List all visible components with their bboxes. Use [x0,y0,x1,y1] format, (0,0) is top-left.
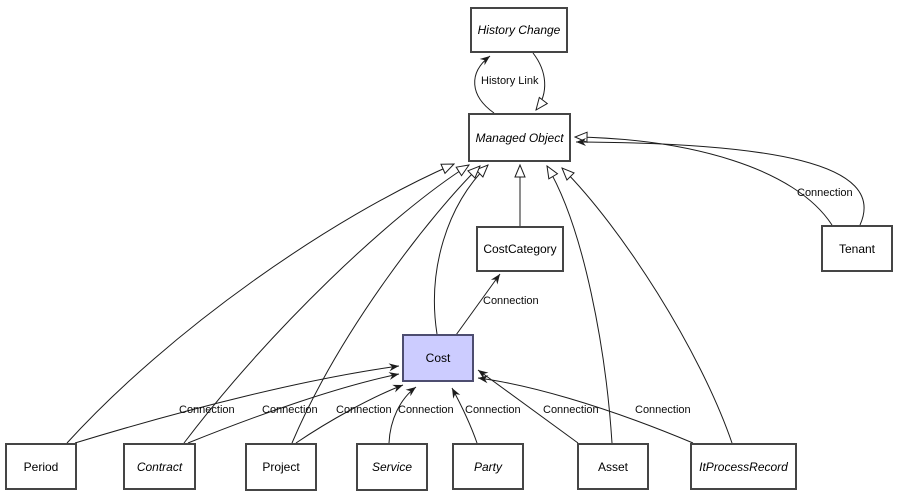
node-managed-object[interactable]: Managed Object [468,113,571,162]
edge-association-party-to-cost [451,387,478,444]
edge-association-contract-to-cost [187,372,400,444]
edge-generalization-history-change-to-managed-object [532,52,545,110]
node-cost-category[interactable]: CostCategory [476,226,564,272]
edge-generalization-cost-to-managed-object [434,165,488,335]
edge-generalization-itprocessrecord-to-managed-object [562,168,733,444]
node-history-change[interactable]: History Change [470,7,568,53]
edge-association-itprocessrecord-to-cost [477,375,694,444]
edge-association-service-to-cost [388,386,417,444]
node-period[interactable]: Period [5,443,77,490]
node-contract[interactable]: Contract [123,443,196,490]
edge-association-managed-object-to-history-change [474,55,495,114]
edge-association-cost-to-cost-category [455,273,501,336]
edge-association-period-to-cost [74,363,400,444]
node-asset[interactable]: Asset [577,443,649,490]
edge-association-asset-to-cost [477,369,579,444]
node-tenant[interactable]: Tenant [821,225,893,272]
edge-generalization-project-to-managed-object [291,166,480,444]
node-cost[interactable]: Cost [402,334,474,382]
node-party[interactable]: Party [452,443,524,490]
edge-generalization-contract-to-managed-object [183,165,469,444]
node-project[interactable]: Project [245,443,317,491]
edge-generalization-period-to-managed-object [66,164,454,444]
edge-generalization-asset-to-managed-object [547,166,613,444]
edge-association-tenant-to-managed-object [575,138,865,226]
edge-association-project-to-cost [295,384,404,444]
node-itprocessrecord[interactable]: ItProcessRecord [690,443,797,490]
edge-generalization-tenant-to-managed-object [575,137,833,226]
node-service[interactable]: Service [356,443,428,491]
